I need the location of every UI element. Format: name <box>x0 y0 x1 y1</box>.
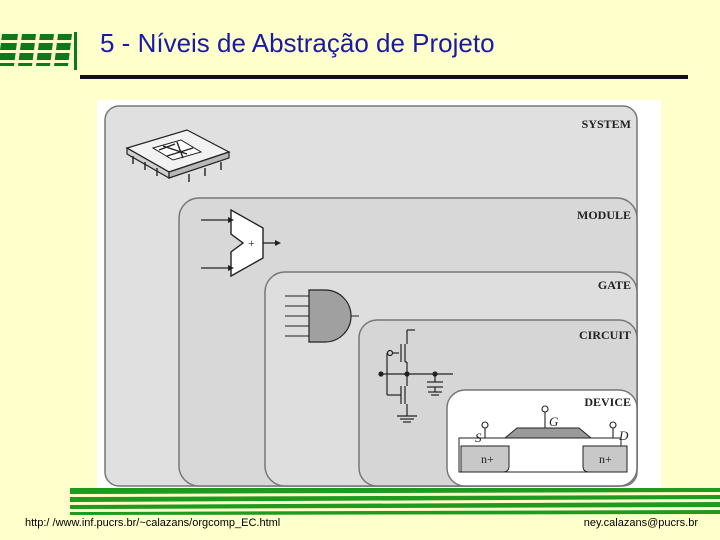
device-label-drain: D <box>618 428 629 443</box>
and-gate-icon <box>285 289 359 343</box>
device-label-n-left: n+ <box>481 452 494 466</box>
logo-icon <box>0 32 77 70</box>
footer-band <box>70 488 720 515</box>
footer-email: ney.calazans@pucrs.br <box>583 517 698 529</box>
adder-icon: + <box>201 208 281 278</box>
title-rule <box>80 75 688 79</box>
footer-url: http:/ /www.inf.pucrs.br/~calazans/orgco… <box>25 517 281 529</box>
slide-title: 5 - Níveis de Abstração de Projeto <box>100 28 495 58</box>
level-label-system: SYSTEM <box>582 117 631 131</box>
device-label-gate: G <box>549 414 559 429</box>
transistor-circuit-icon <box>378 329 453 423</box>
level-label-circuit: CIRCUIT <box>579 328 631 342</box>
level-label-gate: GATE <box>598 278 631 292</box>
level-label-device: DEVICE <box>584 395 631 409</box>
device-label-source: S <box>475 430 482 445</box>
system-board-icon <box>125 129 231 182</box>
adder-plus-sign: + <box>248 236 255 250</box>
abstraction-levels-diagram: SYSTEM MODULE GATE CIRCUIT DEVICE + <box>97 100 661 490</box>
level-label-module: MODULE <box>577 208 631 222</box>
mosfet-device-icon: S G D n+ n+ <box>458 405 629 473</box>
device-label-n-right: n+ <box>599 452 612 466</box>
